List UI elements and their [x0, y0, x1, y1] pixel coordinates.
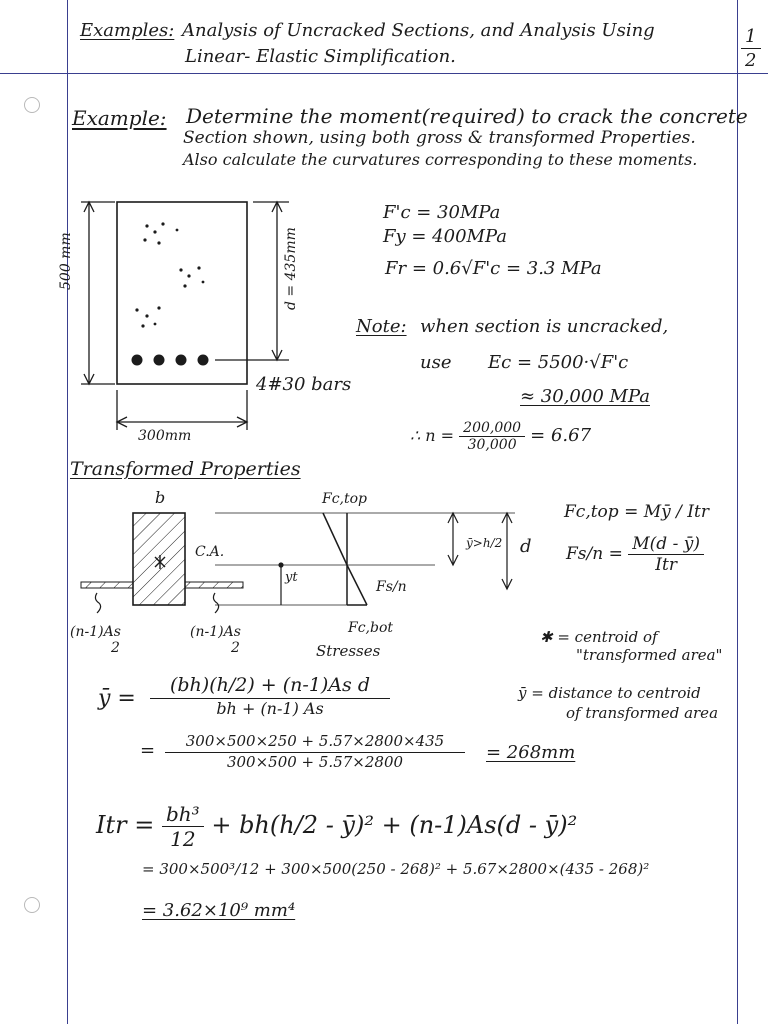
- n-value: = 6.67: [530, 425, 592, 446]
- fs-formula: Fs/n = M(d - ȳ) Itr: [566, 534, 704, 575]
- steel-right-bot: 2: [230, 640, 240, 656]
- ybar-h2-label: ȳ>h/2: [466, 536, 503, 550]
- centroid-note-1: ✱ = centroid of: [540, 628, 658, 646]
- page-number-rule: [741, 48, 761, 49]
- left-margin-line: [67, 0, 68, 1024]
- steel-right-label: (n-1)As 2: [190, 624, 241, 656]
- ybar-dimension: [447, 511, 459, 567]
- fc-top-lhs: Fc,top =: [564, 502, 639, 522]
- note-label: Note:: [356, 316, 407, 337]
- fs-n-label: Fs/n: [376, 579, 407, 595]
- steel-left-bot: 2: [110, 640, 120, 656]
- ybar-note-1: ȳ = distance to centroid: [518, 684, 701, 702]
- itr-rest: + bh(h/2 - ȳ)² + (n-1)As(d - ȳ)²: [211, 811, 578, 839]
- steel-left-top: (n-1)As: [70, 624, 121, 640]
- ybar-result: = 268mm: [486, 742, 576, 763]
- stresses-label: Stresses: [316, 642, 381, 660]
- ybar-numerator: (bh)(h/2) + (n-1)As d: [150, 674, 390, 699]
- header-label: Examples:: [80, 20, 175, 41]
- header-title-line1: Analysis of Uncracked Sections, and Anal…: [182, 20, 655, 41]
- height-dim-label: 500 mm: [58, 232, 74, 290]
- ybar-numeric-numerator: 300×500×250 + 5.57×2800×435: [165, 732, 465, 753]
- itr-term1-num: bh³: [161, 802, 204, 827]
- fc-top-rhs: Mȳ / Itr: [643, 502, 709, 522]
- ec-value: ≈ 30,000 MPa: [520, 386, 650, 407]
- width-dim-label: 300mm: [138, 428, 192, 444]
- note-text: when section is uncracked,: [420, 316, 669, 337]
- yt-label: yt: [285, 570, 298, 585]
- fy-value: Fy = 400MPa: [383, 226, 508, 247]
- transformed-steel-left: [80, 581, 134, 589]
- reference-lines: [215, 512, 515, 606]
- steel-left-label: (n-1)As 2: [70, 624, 121, 656]
- right-margin-line: [737, 0, 738, 1024]
- problem-line1: Determine the moment(required) to crack …: [186, 104, 748, 128]
- binder-hole-bottom: [24, 897, 40, 913]
- binder-hole-top: [24, 97, 40, 113]
- fs-numerator: M(d - ȳ): [628, 534, 704, 555]
- header-rule: [0, 73, 768, 74]
- transformed-web: [132, 512, 186, 606]
- ybar-lhs: ȳ =: [98, 686, 136, 711]
- transformed-steel-right: [184, 581, 244, 589]
- ec-formula: Ec = 5500·√F'c: [488, 352, 629, 373]
- cross-section-sketch: [81, 200, 289, 430]
- steel-right-top: (n-1)As: [190, 624, 241, 640]
- page-number: 1: [745, 26, 757, 47]
- fc-bot-label: Fc,bot: [348, 620, 394, 636]
- n-calculation: ∴ n = 200,000 30,000 = 6.67: [410, 420, 591, 453]
- itr-formula: Itr = bh³ 12 + bh(h/2 - ȳ)² + (n-1)As(d …: [96, 802, 577, 851]
- beam-outline: [116, 201, 248, 385]
- height-dimension: [81, 200, 115, 386]
- ybar-denominator: bh + (n-1) As: [216, 699, 324, 718]
- ybar-fraction: (bh)(h/2) + (n-1)As d bh + (n-1) As: [150, 674, 390, 718]
- d-dimension: [501, 511, 513, 591]
- depth-dimension: [215, 200, 289, 362]
- itr-line2: = 300×500³/12 + 300×500(250 - 268)² + 5.…: [142, 860, 650, 878]
- fc-top-formula: Fc,top = Mȳ / Itr: [564, 502, 709, 522]
- header-title-line2: Linear- Elastic Simplification.: [185, 46, 456, 67]
- ca-label: C.A.: [195, 544, 225, 560]
- fc-value: F'c = 30MPa: [383, 202, 501, 223]
- d-label: d: [520, 536, 532, 557]
- b-label: b: [155, 488, 166, 507]
- page-total: 2: [745, 50, 757, 71]
- itr-result: = 3.62×10⁹ mm⁴: [142, 900, 296, 921]
- fs-fraction: M(d - ȳ) Itr: [628, 534, 704, 575]
- ybar-note-2: of transformed area: [566, 704, 719, 722]
- itr-lhs: Itr =: [96, 811, 155, 839]
- centroid-note-2: "transformed area": [576, 646, 723, 664]
- fs-lhs: Fs/n =: [566, 544, 623, 564]
- centroid-marker: [154, 555, 166, 569]
- problem-line3: Also calculate the curvatures correspond…: [183, 150, 698, 169]
- ybar-eq: =: [140, 740, 156, 761]
- fr-value: Fr = 0.6√F'c = 3.3 MPa: [385, 258, 602, 279]
- depth-dim-label: d = 435mm: [283, 227, 299, 310]
- ybar-numeric-denominator: 300×500 + 5.57×2800: [226, 753, 404, 771]
- problem-line2: Section shown, using both gross & transf…: [183, 128, 696, 148]
- transformed-section-sketch: [80, 511, 515, 614]
- stress-diagram: [322, 512, 368, 606]
- yt-dimension: [278, 562, 284, 605]
- fs-denominator: Itr: [655, 555, 677, 575]
- transformed-heading: Transformed Properties: [70, 458, 301, 480]
- bars-label: 4#30 bars: [256, 374, 352, 395]
- width-dimension: [115, 390, 249, 430]
- ybar-fraction-numeric: 300×500×250 + 5.57×2800×435 300×500 + 5.…: [165, 732, 465, 771]
- itr-term1: bh³ 12: [161, 802, 204, 851]
- n-fraction: 200,000 30,000: [459, 420, 526, 453]
- n-prefix: ∴ n =: [410, 426, 455, 445]
- n-numerator: 200,000: [459, 420, 526, 437]
- rebar-bars: [131, 354, 209, 366]
- n-denominator: 30,000: [467, 437, 517, 453]
- example-label: Example:: [72, 106, 167, 130]
- itr-term1-den: 12: [170, 827, 196, 851]
- steel-leaders: [94, 592, 220, 614]
- aggregate-marks: [135, 222, 205, 328]
- fc-top-label: Fc,top: [322, 491, 368, 507]
- use-label: use: [420, 352, 452, 373]
